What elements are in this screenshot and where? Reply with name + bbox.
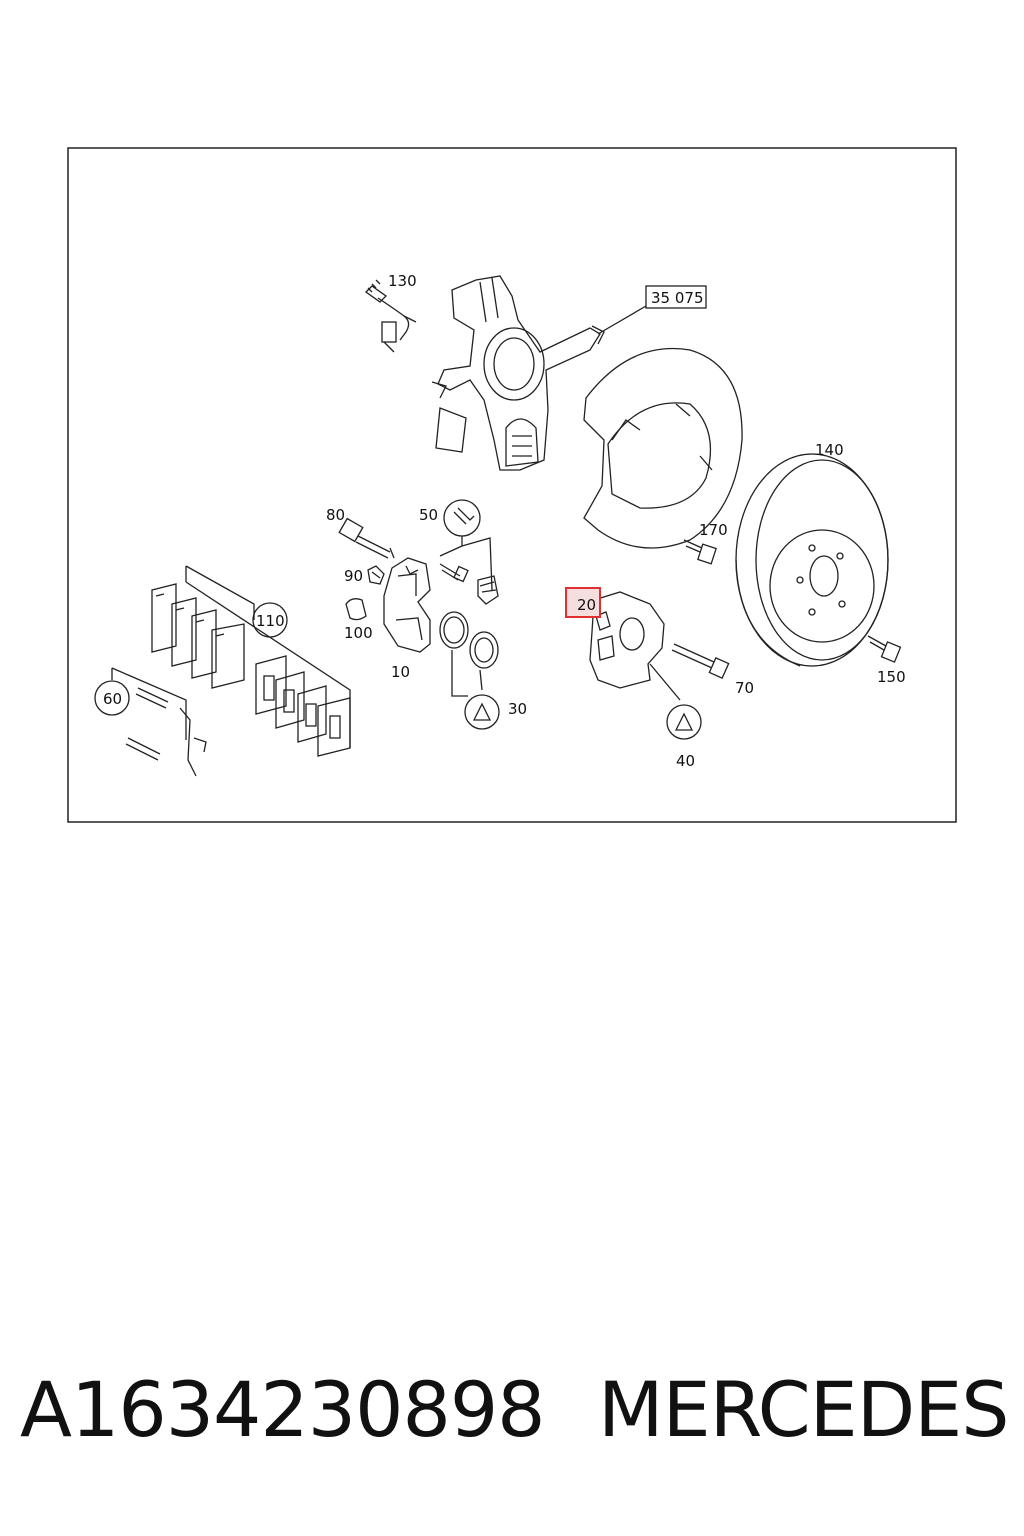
callout-40: 40 bbox=[676, 752, 695, 770]
brand-name: MERCEDES bbox=[598, 1365, 1009, 1454]
callout-100: 100 bbox=[344, 624, 373, 642]
callout-10: 10 bbox=[391, 663, 410, 681]
callout-box-35075 bbox=[645, 285, 707, 309]
dust-shield-part[interactable] bbox=[583, 347, 743, 549]
bolt-80-part[interactable] bbox=[338, 517, 395, 559]
repair-kit-40-part[interactable] bbox=[666, 704, 702, 740]
pin-spring-kit-part[interactable] bbox=[94, 667, 207, 777]
part-number: A1634230898 bbox=[20, 1365, 546, 1454]
bolt-70-part[interactable] bbox=[671, 643, 730, 680]
callout-110: 110 bbox=[256, 612, 285, 630]
cap-100-part[interactable] bbox=[345, 598, 367, 621]
callout-leader-35075 bbox=[597, 305, 647, 335]
caption: A1634230898 MERCEDES bbox=[20, 1365, 1010, 1475]
callout-150: 150 bbox=[877, 668, 906, 686]
wheel-carrier-part[interactable] bbox=[431, 275, 605, 471]
callout-170: 170 bbox=[699, 521, 728, 539]
bleeder-90-part[interactable] bbox=[367, 565, 385, 585]
caliper-20-part[interactable] bbox=[589, 591, 681, 701]
brake-pad-set-part[interactable] bbox=[151, 565, 351, 757]
diagram-frame bbox=[67, 147, 957, 823]
callout-130: 130 bbox=[388, 272, 417, 290]
wear-sensor-part[interactable] bbox=[364, 279, 417, 353]
callout-70: 70 bbox=[735, 679, 754, 697]
callout-80: 80 bbox=[326, 506, 345, 524]
callout-30: 30 bbox=[508, 700, 527, 718]
callout-60: 60 bbox=[103, 690, 122, 708]
screw-170-part[interactable] bbox=[683, 539, 717, 565]
callout-90: 90 bbox=[344, 567, 363, 585]
highlight-box-20 bbox=[565, 587, 601, 618]
seal-kit-part[interactable] bbox=[439, 611, 500, 730]
caliper-housing-part[interactable] bbox=[383, 557, 431, 653]
bolt-150-part[interactable] bbox=[867, 635, 902, 663]
callout-50: 50 bbox=[419, 506, 438, 524]
callout-20: 20 bbox=[577, 596, 596, 614]
guide-pin-kit-part[interactable] bbox=[439, 499, 499, 605]
callout-35075: 35 075 bbox=[651, 289, 704, 307]
brake-disc-part[interactable] bbox=[735, 453, 889, 667]
callout-140: 140 bbox=[815, 441, 844, 459]
